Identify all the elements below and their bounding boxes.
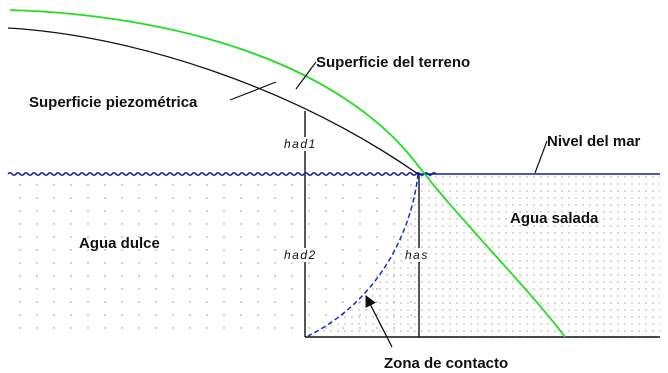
sea-level-label: Nivel del mar: [547, 133, 641, 150]
fresh-water-label: Agua dulce: [79, 235, 160, 252]
piezometric-surface-leader: [229, 81, 277, 101]
has-label: has: [405, 248, 429, 262]
ground-surface-leader: [295, 61, 317, 90]
contact-zone-arrow: [365, 294, 393, 348]
ground-surface-curve: [9, 9, 566, 338]
had2-label: had2: [284, 248, 317, 262]
piezometric-surface-curve: [7, 27, 419, 175]
sea-level-line-wavy: [7, 171, 437, 177]
salt-water-region: [418, 174, 660, 338]
salt-water-label: Agua salada: [510, 210, 599, 227]
salt-wedge-region: [308, 174, 418, 336]
ground-surface-label: Superficie del terreno: [316, 54, 470, 71]
contact-zone-label: Zona de contacto: [384, 355, 508, 372]
sea-level-leader: [534, 140, 548, 174]
had1-label: had1: [284, 137, 317, 151]
piezometric-surface-label: Superficie piezométrica: [29, 94, 198, 111]
